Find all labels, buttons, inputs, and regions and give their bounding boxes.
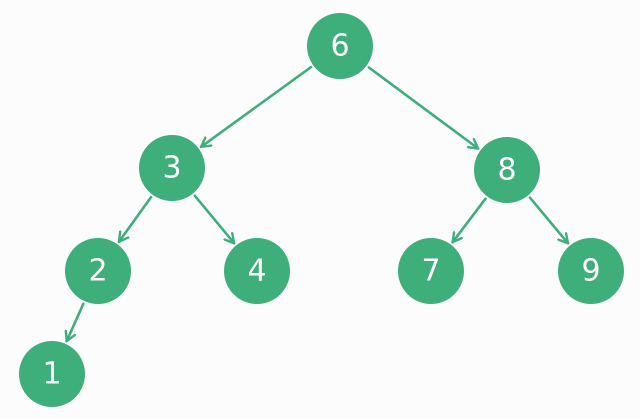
edge-8-7 (451, 197, 487, 244)
node-label: 3 (162, 151, 181, 186)
node-circle (558, 238, 624, 304)
node-circle (224, 238, 290, 304)
edge-3-4 (193, 194, 236, 245)
tree-node-3: 3 (139, 135, 205, 201)
edges (67, 65, 570, 343)
tree-node-6: 6 (307, 13, 373, 79)
tree-node-1: 1 (19, 341, 85, 407)
tree-node-7: 7 (398, 238, 464, 304)
edge-8-9 (528, 196, 570, 245)
edge-6-8 (367, 66, 480, 150)
edge-3-2 (117, 195, 153, 244)
node-label: 6 (330, 29, 349, 64)
node-label: 4 (247, 254, 266, 289)
node-label: 8 (497, 153, 516, 188)
node-label: 7 (421, 254, 440, 289)
node-circle (65, 238, 131, 304)
node-circle (398, 238, 464, 304)
node-circle (139, 135, 205, 201)
node-circle (474, 137, 540, 203)
edge-2-1 (67, 302, 85, 343)
tree-node-8: 8 (474, 137, 540, 203)
nodes: 6 3 8 2 4 7 9 (19, 13, 624, 407)
edge-6-3 (199, 65, 313, 149)
tree-node-4: 4 (224, 238, 290, 304)
tree-node-9: 9 (558, 238, 624, 304)
node-circle (307, 13, 373, 79)
tree-node-2: 2 (65, 238, 131, 304)
node-label: 2 (88, 254, 107, 289)
node-circle (19, 341, 85, 407)
node-label: 1 (42, 357, 61, 392)
node-label: 9 (581, 254, 600, 289)
